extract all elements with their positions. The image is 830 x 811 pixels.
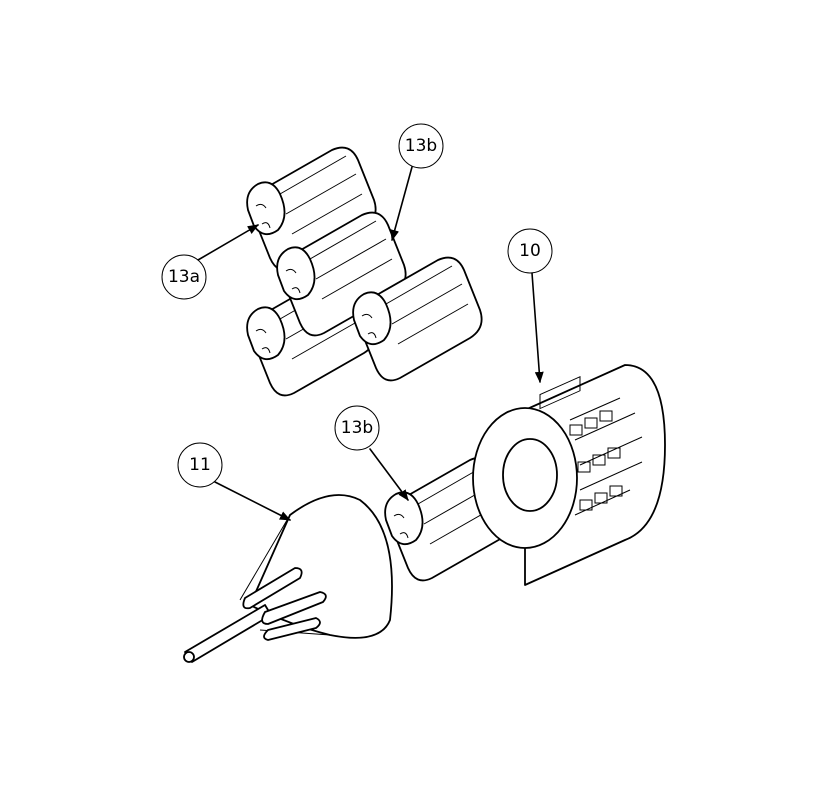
cone-part-11 — [183, 494, 393, 663]
callout-13b-lower: 13b — [334, 405, 380, 451]
callout-13a: 13a — [161, 254, 207, 300]
leader-lines — [197, 166, 544, 521]
callout-10: 10 — [507, 228, 553, 274]
callout-11: 11 — [177, 442, 223, 488]
callout-label: 11 — [189, 455, 211, 475]
callout-label: 13b — [405, 136, 437, 156]
callout-label: 13b — [341, 418, 373, 438]
callout-13b-top: 13b — [398, 123, 444, 169]
drum-part-10 — [472, 364, 666, 586]
callout-label: 13a — [168, 267, 200, 287]
callout-label: 10 — [519, 241, 541, 261]
